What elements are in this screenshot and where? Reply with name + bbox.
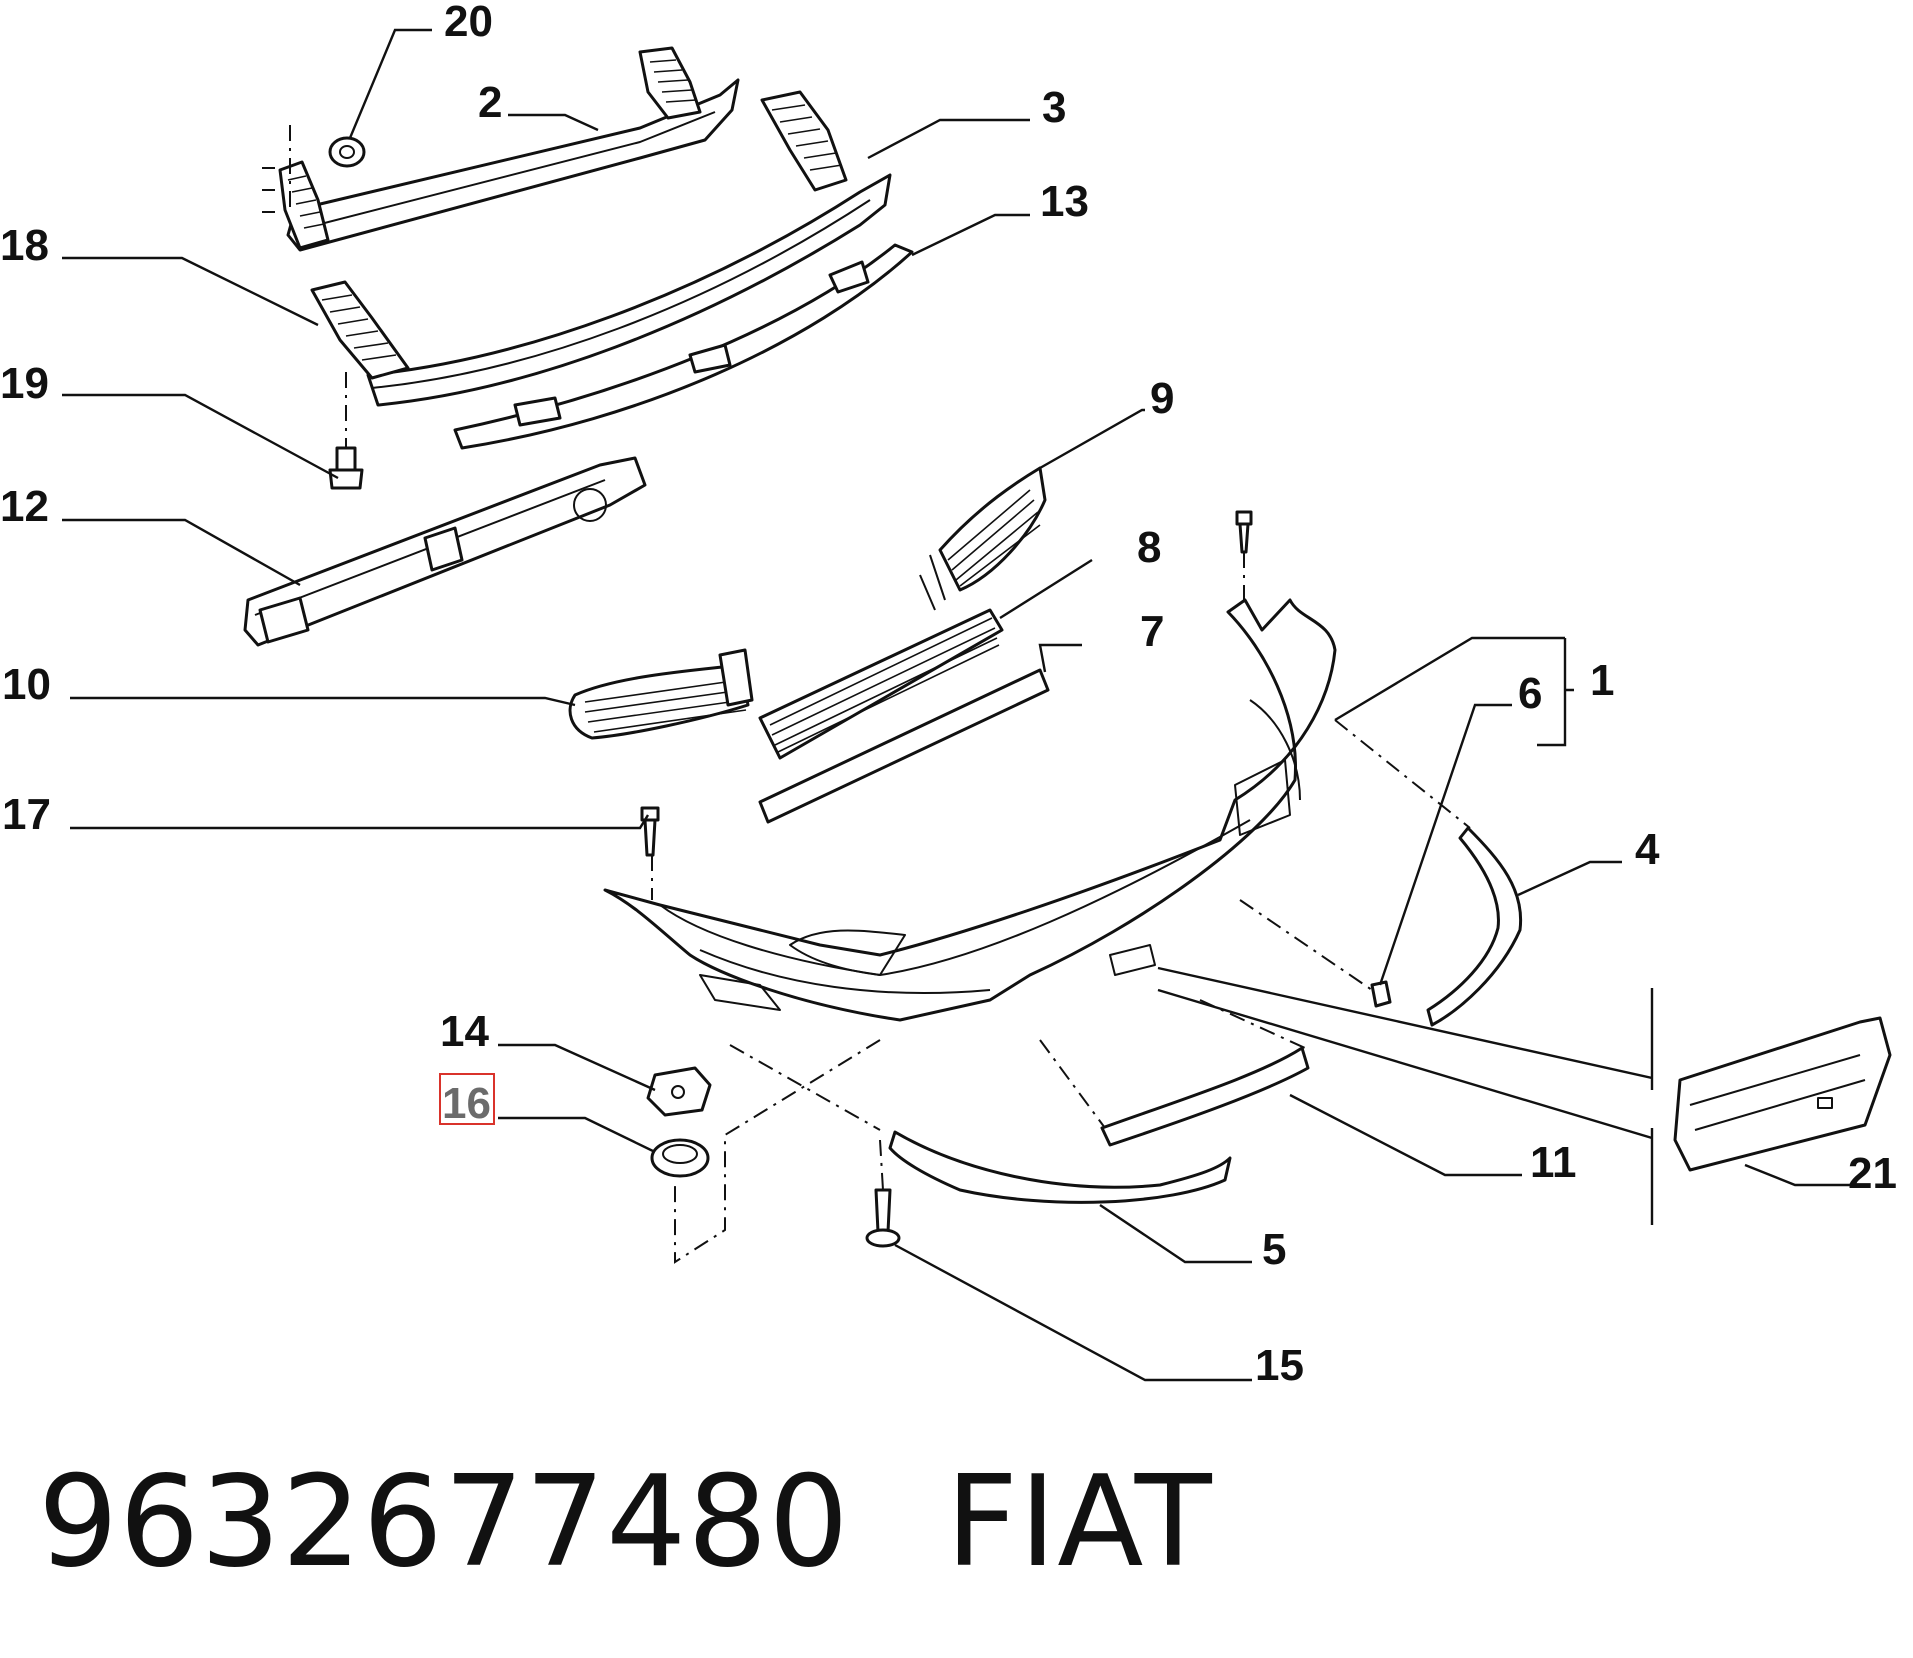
part-upper-screw xyxy=(1235,510,1253,554)
part-5-lower-lip xyxy=(888,1130,1232,1204)
callout-5: 5 xyxy=(1262,1225,1286,1274)
callout-4: 4 xyxy=(1635,825,1660,874)
callout-3: 3 xyxy=(1042,83,1066,132)
callout-18: 18 xyxy=(0,221,49,270)
part-3-crossbeam xyxy=(366,90,892,407)
callout-1: 1 xyxy=(1590,656,1614,705)
part-21-tow-cover xyxy=(1673,1016,1892,1172)
callout-7: 7 xyxy=(1140,607,1164,656)
callout-17: 17 xyxy=(2,790,51,839)
part-12-absorber xyxy=(243,456,647,647)
part-20-clip-nut xyxy=(328,136,366,168)
part-6-clip xyxy=(1370,980,1392,1008)
part-7-trim-strip xyxy=(758,668,1050,824)
callout-12: 12 xyxy=(0,482,49,531)
leader-lines xyxy=(62,28,1870,1382)
callout-2: 2 xyxy=(478,78,502,127)
assembly-lines xyxy=(289,125,1471,1264)
callout-20: 20 xyxy=(444,0,493,46)
callout-13: 13 xyxy=(1040,177,1089,226)
callout-14: 14 xyxy=(440,1007,489,1056)
brand-name: FIAT xyxy=(945,1448,1213,1595)
part-caption: 9632677480 FIAT xyxy=(38,1448,1213,1595)
part-17-screw xyxy=(640,806,660,857)
part-14-bracket-plate xyxy=(646,1066,712,1117)
part-13-lower-rail xyxy=(453,243,914,450)
callout-8: 8 xyxy=(1137,523,1161,572)
callout-16-highlight xyxy=(439,1073,495,1125)
callout-9: 9 xyxy=(1150,374,1174,423)
callout-labels: 20 2 3 13 18 19 12 9 8 7 10 1 6 17 4 14 … xyxy=(0,0,1897,1390)
callout-11: 11 xyxy=(1530,1138,1577,1187)
part-1-bumper-cover xyxy=(603,598,1337,1022)
part-18-left-bracket xyxy=(310,280,410,380)
part-9-upper-grille xyxy=(919,466,1047,611)
part-4-side-molding xyxy=(1426,826,1523,1027)
callout-16: 16 xyxy=(442,1079,491,1128)
part-10-fog-grille xyxy=(568,648,754,740)
part-11-lower-strip xyxy=(1100,1046,1310,1147)
part-16-round-plug xyxy=(650,1138,710,1178)
part-number: 9632677480 xyxy=(38,1448,850,1595)
part-15-push-pin xyxy=(865,1188,901,1248)
callout-19: 19 xyxy=(0,359,49,408)
part-2-upper-beam xyxy=(262,46,740,252)
part-19-bolt xyxy=(328,446,364,490)
callout-6: 6 xyxy=(1518,669,1542,718)
callout-21: 21 xyxy=(1848,1149,1897,1198)
callout-15: 15 xyxy=(1255,1341,1304,1390)
part-8-mesh-grille xyxy=(758,608,1004,760)
callout-10: 10 xyxy=(2,660,51,709)
